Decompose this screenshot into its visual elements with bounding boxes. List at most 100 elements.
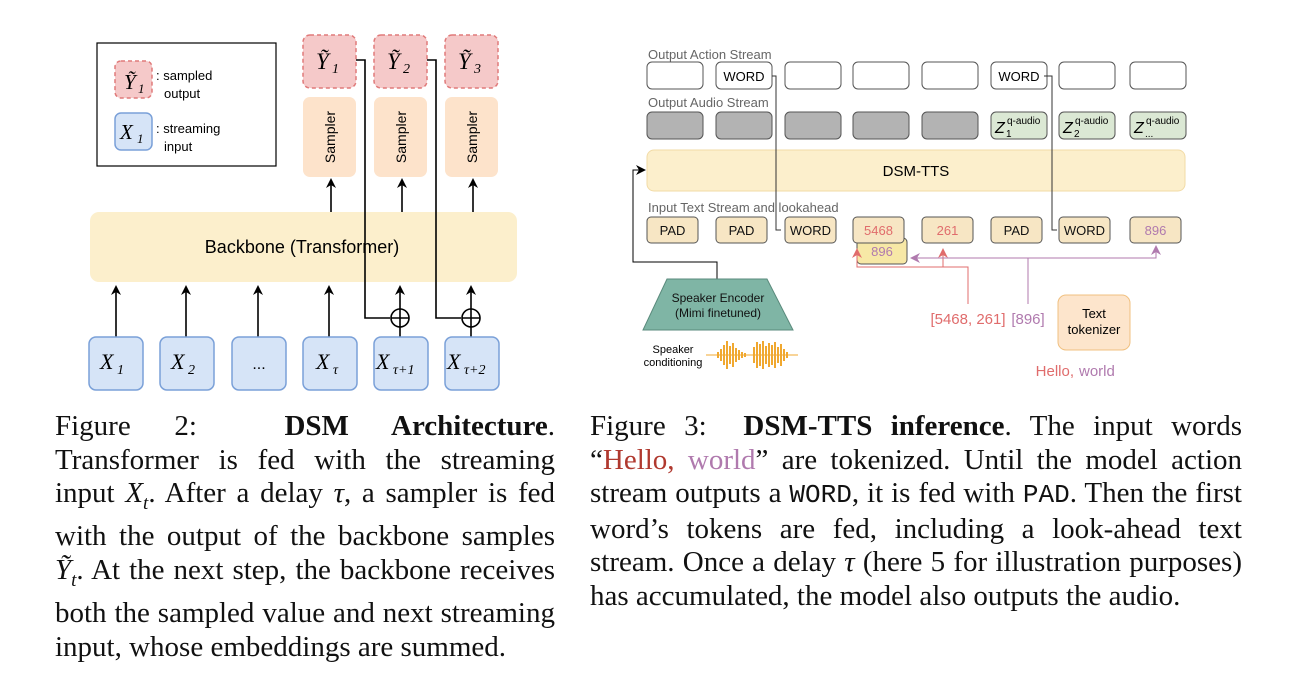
legend-streaming-symbol: X xyxy=(119,120,134,144)
figure-3-caption: Figure 3: DSM-TTS inference. The input w… xyxy=(590,410,1243,612)
text-token-label: PAD xyxy=(660,223,686,238)
input-symbol: X xyxy=(315,349,331,374)
audio-stream-label: Output Audio Stream xyxy=(648,95,769,110)
legend-streaming-sub: 1 xyxy=(137,131,144,146)
arrow-token-896 xyxy=(1027,245,1161,304)
text-token-label: 261 xyxy=(937,223,959,238)
z-symbol: Z xyxy=(994,120,1006,137)
input-sub: τ+2 xyxy=(464,363,485,378)
lookahead-token: 896 xyxy=(871,244,893,259)
text-token: WORD xyxy=(784,216,837,244)
action-stream: WORD WORD xyxy=(646,61,1187,90)
legend-sampled-label-2: output xyxy=(164,86,201,101)
output-y3: Ỹ 3 xyxy=(444,34,499,89)
audio-token xyxy=(921,111,979,140)
legend-streaming-swatch xyxy=(114,112,153,151)
text-token-label: WORD xyxy=(1064,223,1105,238)
text-token-label: PAD xyxy=(1004,223,1030,238)
sampler-label: Sampler xyxy=(393,111,409,163)
input-sub: 1 xyxy=(117,363,124,378)
word-connector-2 xyxy=(1044,75,1057,231)
input-xtau: X τ xyxy=(302,336,358,391)
action-token: WORD xyxy=(990,61,1048,90)
action-stream-label: Output Action Stream xyxy=(648,47,772,62)
input-sub: 2 xyxy=(188,363,195,378)
legend-streaming-label-1: : streaming xyxy=(156,121,220,136)
text-token-label: 5468 xyxy=(864,223,893,238)
figure-2-diagram: Ỹ 1 : sampled output X 1 : streaming inp… xyxy=(88,34,517,391)
text-token: 896 xyxy=(1129,216,1182,244)
tokenizer-line-2: tokenizer xyxy=(1068,322,1121,337)
action-token xyxy=(1058,61,1116,90)
word-connector-1 xyxy=(772,75,781,231)
tokens-world: [896] xyxy=(1011,311,1044,328)
caption-title: DSM-TTS inference xyxy=(743,410,1005,442)
dsm-tts-label: DSM-TTS xyxy=(883,163,950,180)
z-sub: 1 xyxy=(1006,129,1012,140)
output-sub: 1 xyxy=(332,62,339,77)
output-y2: Ỹ 2 xyxy=(373,34,428,89)
input-symbol: X xyxy=(99,349,115,374)
caption-world: world xyxy=(687,443,756,476)
action-token xyxy=(646,61,704,90)
input-symbol: ... xyxy=(252,356,265,373)
text-stream-label: Input Text Stream and lookahead xyxy=(648,200,839,215)
action-token: WORD xyxy=(715,61,773,90)
legend-sampled-swatch xyxy=(114,60,153,99)
z-sub: ... xyxy=(1145,129,1153,140)
text-token: 261 xyxy=(921,216,974,244)
figure-3-diagram: Output Action Stream WORD WORD Output Aud… xyxy=(632,47,1187,380)
text-token: WORD xyxy=(1058,216,1111,244)
input-x1: X 1 xyxy=(88,336,144,391)
caption-title: DSM Architecture xyxy=(284,410,548,442)
caption-word: WORD xyxy=(789,480,852,510)
legend-sampled-sub: 1 xyxy=(138,81,145,96)
sampler-2: Sampler xyxy=(374,97,427,177)
input-xtau2: X τ+2 xyxy=(444,336,500,391)
caption-label: Figure 3: xyxy=(590,410,707,442)
speaker-encoder-line-1: Speaker Encoder xyxy=(672,291,765,305)
input-symbol: X xyxy=(170,349,186,374)
text-token: PAD xyxy=(990,216,1043,244)
sampler-label: Sampler xyxy=(464,111,480,163)
legend-sampled-symbol: Ỹ xyxy=(124,70,138,94)
tokenizer-line-1: Text xyxy=(1082,306,1106,321)
text-stream: PAD PAD WORD 261 PAD WORD 896 xyxy=(646,216,1182,244)
figure-2-caption: Figure 2: DSM Architecture. Transformer … xyxy=(55,410,556,663)
action-token xyxy=(1129,61,1187,90)
legend: Ỹ 1 : sampled output X 1 : streaming inp… xyxy=(96,42,277,167)
feedback-line-1 xyxy=(356,59,390,319)
audio-token xyxy=(715,111,773,140)
output-symbol: Ỹ xyxy=(316,49,331,74)
legend-sampled-label-1: : sampled xyxy=(156,68,212,83)
input-x2: X 2 xyxy=(159,336,215,391)
speaker-cond-line-1: Speaker xyxy=(653,344,694,356)
output-sub: 3 xyxy=(473,62,481,77)
z-sub: 2 xyxy=(1074,129,1080,140)
caption-pad: PAD xyxy=(1022,480,1070,510)
waveform-icon xyxy=(706,341,798,369)
feedback-line-2 xyxy=(427,59,461,319)
text-token: PAD xyxy=(715,216,768,244)
input-xtau1: X τ+1 xyxy=(373,336,429,391)
input-hello: Hello, xyxy=(1036,363,1074,380)
z-symbol: Z xyxy=(1133,120,1145,137)
output-y1: Ỹ 1 xyxy=(302,34,357,89)
action-token xyxy=(921,61,979,90)
caption-label: Figure 2: xyxy=(55,410,197,442)
audio-token xyxy=(646,111,704,140)
action-token xyxy=(784,61,842,90)
input-sub: τ+1 xyxy=(393,363,414,378)
action-token-label: WORD xyxy=(723,69,764,84)
speaker-cond-line-2: conditioning xyxy=(644,357,703,369)
speaker-encoder-box xyxy=(642,278,794,331)
input-ellipsis: ... xyxy=(231,336,287,391)
text-token-label: PAD xyxy=(729,223,755,238)
action-token xyxy=(852,61,910,90)
text-token: 5468 xyxy=(852,216,905,244)
output-symbol: Ỹ xyxy=(458,49,473,74)
sampler-label: Sampler xyxy=(322,111,338,163)
